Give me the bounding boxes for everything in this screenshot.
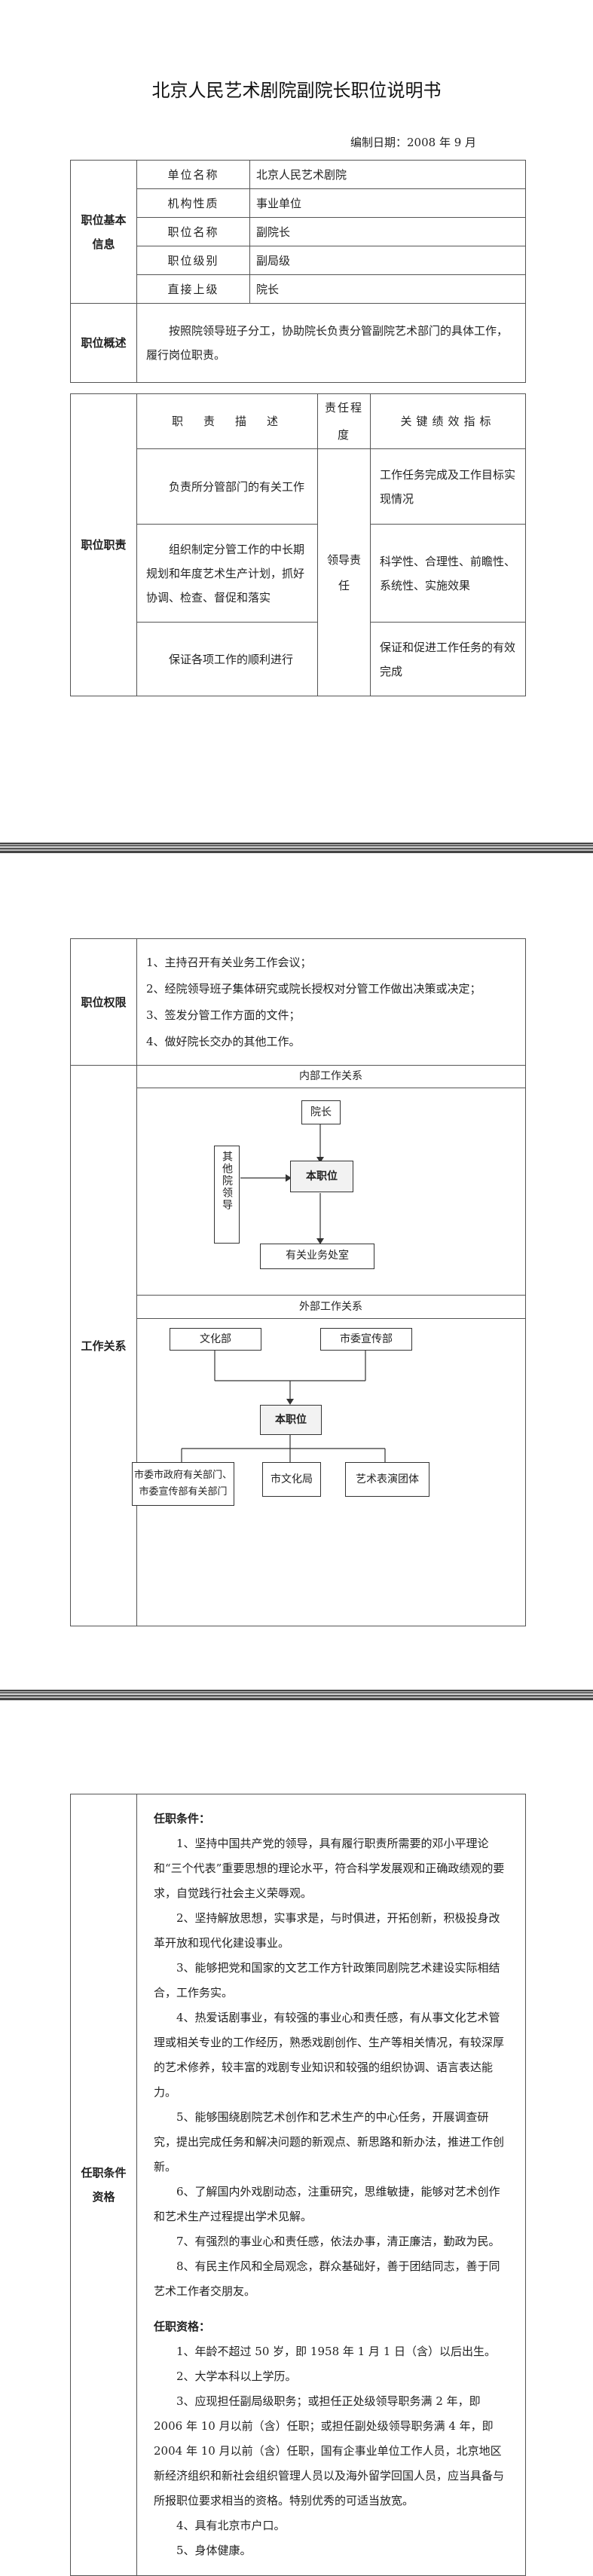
label-unit-name: 单位名称 (136, 160, 250, 189)
org-box-culture-bureau: 市文化局 (262, 1462, 321, 1497)
compile-date: 编制日期：2008 年 9 月 (350, 136, 477, 149)
condition-item: 6、了解国内外戏剧动态，注重研究，思维敏捷，能够对艺术创作和艺术生产过程提出学术… (154, 2185, 500, 2223)
duty-desc: 组织制定分管工作的中长期规划和年度艺术生产计划，抓好协调、检查、督促和落实 (136, 524, 318, 623)
org-box-ministry-of-culture: 文化部 (170, 1328, 261, 1351)
label-position-level: 职位级别 (136, 246, 250, 275)
condition-item: 2、坚持解放思想，实事求是，与时俱进，开拓创新，积极投身改革开放和现代化建设事业… (154, 1911, 500, 1950)
condition-item: 5、能够围绕剧院艺术创作和艺术生产的中心任务，开展调查研究，提出完成任务和解决问… (154, 2110, 505, 2174)
duties-table: 职位职责 职 责 描 述 责任程度 关键绩效指标 负责所分管部门的有关工作 领导… (70, 393, 526, 696)
section-duties: 职位职责 (70, 393, 137, 696)
section-basic-info: 职位基本信息 (70, 160, 137, 304)
summary-text: 按照院领导班子分工，协助院长负责分管副院艺术部门的具体工作，履行岗位职责。 (136, 303, 526, 383)
qualification-content: 任职条件： 1、坚持中国共产党的领导，具有履行职责所需要的邓小平理论和“三个代表… (136, 1794, 526, 2576)
duty-kpi: 科学性、合理性、前瞻性、系统性、实施效果 (370, 524, 526, 623)
value-position-level: 副局级 (249, 246, 526, 275)
qualification-item: 5、身体健康。 (176, 2544, 252, 2557)
label-supervisor: 直接上级 (136, 274, 250, 304)
value-supervisor: 院长 (249, 274, 526, 304)
page-separator (0, 1690, 593, 1700)
qualification-item: 1、年龄不超过 50 岁，即 1958 年 1 月 1 日（含）以后出生。 (176, 2345, 497, 2358)
value-org-nature: 事业单位 (249, 188, 526, 218)
duty-desc: 负责所分管部门的有关工作 (136, 448, 318, 525)
authority-item: 4、做好院长交办的其他工作。 (146, 1034, 301, 1048)
org-box-business-dept: 有关业务处室 (260, 1244, 374, 1269)
qualification-table: 任职条件资格 任职条件： 1、坚持中国共产党的领导，具有履行职责所需要的邓小平理… (70, 1794, 526, 2576)
value-unit-name: 北京人民艺术剧院 (249, 160, 526, 189)
section-qualification: 任职条件资格 (70, 1794, 137, 2576)
label-position-name: 职位名称 (136, 217, 250, 246)
header-duty-desc: 职 责 描 述 (136, 393, 318, 449)
header-resp-level: 责任程度 (317, 393, 371, 449)
value-position-name: 副院长 (249, 217, 526, 246)
org-box-other-leaders: 其他院领导 (214, 1146, 240, 1244)
internal-relations-title: 内部工作关系 (136, 1065, 525, 1088)
document-title: 北京人民艺术剧院副院长职位说明书 (151, 80, 442, 101)
org-box-art-troupes: 艺术表演团体 (345, 1462, 429, 1497)
condition-item: 4、热爱话剧事业，有较强的事业心和责任感，有从事文化艺术管理或相关专业的工作经历… (154, 2011, 505, 2099)
page-separator (0, 843, 593, 853)
condition-item: 1、坚持中国共产党的领导，具有履行职责所需要的邓小平理论和“三个代表”重要思想的… (154, 1837, 505, 1900)
org-box-municipal-depts: 市委市政府有关部门、市委宣传部有关部门 (132, 1462, 234, 1506)
external-relations-lines (181, 1349, 386, 1462)
label-org-nature: 机构性质 (136, 188, 250, 218)
section-summary: 职位概述 (70, 303, 137, 383)
external-relations-title: 外部工作关系 (136, 1295, 525, 1319)
authority-list: 1、主持召开有关业务工作会议； 2、经院领导班子集体研究或院长授权对分管工作做出… (136, 938, 526, 1066)
resp-level-value: 领导责任 (317, 448, 371, 696)
duty-desc: 保证各项工作的顺利进行 (136, 622, 318, 696)
basic-info-table: 职位基本信息 单位名称 北京人民艺术剧院 机构性质 事业单位 职位名称 副院长 … (70, 160, 526, 383)
org-box-propaganda-dept: 市委宣传部 (320, 1328, 412, 1351)
qualification-item: 4、具有北京市户口。 (176, 2519, 286, 2532)
org-box-this-position-external: 本职位 (260, 1405, 322, 1435)
duty-kpi: 保证和促进工作任务的有效完成 (370, 622, 526, 696)
header-kpi: 关键绩效指标 (370, 393, 526, 449)
qualification-item: 3、应现担任副局级职务；或担任正处级领导职务满 2 年，即 2006 年 10 … (154, 2394, 505, 2507)
authority-item: 3、签发分管工作方面的文件； (146, 1008, 301, 1022)
conditions-title: 任职条件： (154, 1812, 211, 1825)
duty-kpi: 工作任务完成及工作目标实现情况 (370, 448, 526, 525)
internal-relations-lines (240, 1123, 324, 1244)
section-authority: 职位权限 (70, 938, 137, 1066)
authority-item: 2、经院领导班子集体研究或院长授权对分管工作做出决策或决定； (146, 981, 481, 996)
section-relations: 工作关系 (70, 1065, 137, 1626)
qualifications-title: 任职资格： (154, 2320, 211, 2333)
condition-item: 3、能够把党和国家的文艺工作方针政策同剧院艺术建设实际相结合，工作务实。 (154, 1961, 500, 1999)
org-box-this-position: 本职位 (290, 1161, 353, 1192)
condition-item: 7、有强烈的事业心和责任感，依法办事，清正廉洁，勤政为民。 (176, 2235, 500, 2248)
authority-item: 1、主持召开有关业务工作会议； (146, 955, 312, 969)
org-box-president: 院长 (301, 1100, 341, 1124)
qualification-item: 2、大学本科以上学历。 (176, 2369, 297, 2383)
condition-item: 8、有民主作风和全局观念，群众基础好，善于团结同志，善于同艺术工作者交朋友。 (154, 2259, 500, 2298)
